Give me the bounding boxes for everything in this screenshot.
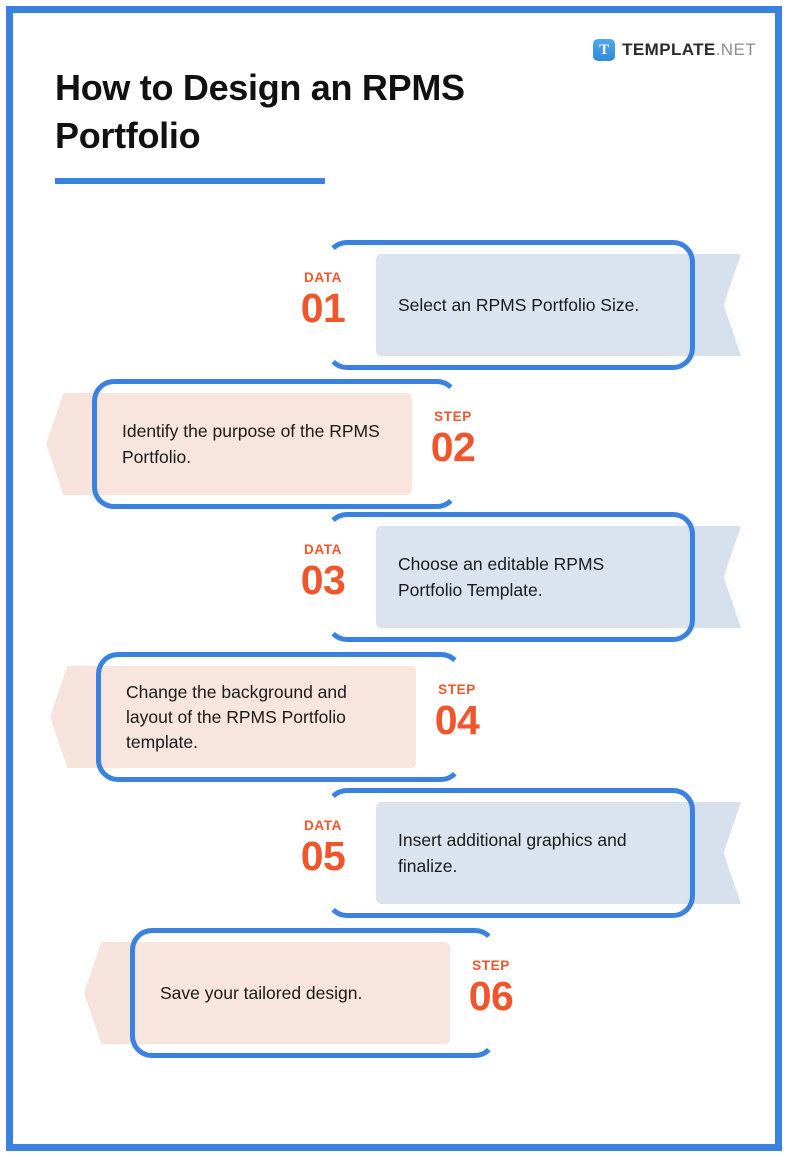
- step-number-block: DATA 05: [277, 818, 369, 878]
- step-label: DATA: [304, 818, 342, 833]
- step-number: 04: [434, 697, 480, 743]
- step-bracket-outline: [96, 652, 463, 782]
- step-panel: Select an RPMS Portfolio Size.: [376, 254, 688, 356]
- step-number-block: DATA 03: [277, 542, 369, 602]
- step-text: Insert additional graphics and finalize.: [398, 830, 627, 876]
- step-panel: Identify the purpose of the RPMS Portfol…: [100, 393, 412, 495]
- logo-name-bold: TEMPLATE: [622, 40, 716, 59]
- step-number: 02: [430, 424, 476, 470]
- step-number: 06: [468, 973, 514, 1019]
- step-label: STEP: [472, 958, 510, 973]
- logo-mark-icon: T: [593, 39, 616, 61]
- step-text: Change the background and layout of the …: [126, 681, 347, 752]
- step-label: DATA: [304, 270, 342, 285]
- step-number: 05: [300, 833, 346, 879]
- step-number-block: STEP 04: [411, 682, 503, 742]
- step-panel: Save your tailored design.: [138, 942, 450, 1044]
- logo-name-light: .NET: [715, 40, 756, 59]
- step-number-block: STEP 06: [445, 958, 537, 1018]
- step-number-block: DATA 01: [277, 270, 369, 330]
- step-text: Choose an editable RPMS Portfolio Templa…: [398, 554, 605, 600]
- step-bracket-outline: [325, 788, 695, 918]
- page-title: How to Design an RPMS Portfolio: [55, 67, 465, 156]
- step-panel: Change the background and layout of the …: [104, 666, 416, 768]
- title-underline-rule: [55, 178, 325, 184]
- step-item: Insert additional graphics and finalize.…: [270, 788, 741, 918]
- step-item: Select an RPMS Portfolio Size. DATA 01: [270, 240, 741, 370]
- template-net-logo: T TEMPLATE.NET: [593, 38, 756, 62]
- step-text: Identify the purpose of the RPMS Portfol…: [122, 421, 380, 467]
- step-number-block: STEP 02: [407, 409, 499, 469]
- step-item: Identify the purpose of the RPMS Portfol…: [46, 379, 494, 509]
- step-item: Save your tailored design. STEP 06: [84, 928, 532, 1058]
- step-bracket-outline: [92, 379, 459, 509]
- step-bracket-outline: [130, 928, 497, 1058]
- step-label: DATA: [304, 542, 342, 557]
- step-label: STEP: [434, 409, 472, 424]
- step-bracket-outline: [325, 240, 695, 370]
- step-item: Choose an editable RPMS Portfolio Templa…: [270, 512, 741, 642]
- step-number: 03: [300, 557, 346, 603]
- step-item: Change the background and layout of the …: [50, 652, 498, 782]
- step-bracket-outline: [325, 512, 695, 642]
- step-label: STEP: [438, 682, 476, 697]
- step-panel: Choose an editable RPMS Portfolio Templa…: [376, 526, 688, 628]
- step-panel: Insert additional graphics and finalize.: [376, 802, 688, 904]
- step-text: Select an RPMS Portfolio Size.: [398, 295, 640, 315]
- step-text: Save your tailored design.: [160, 983, 363, 1003]
- step-number: 01: [300, 285, 346, 331]
- logo-wordmark: TEMPLATE.NET: [622, 40, 756, 60]
